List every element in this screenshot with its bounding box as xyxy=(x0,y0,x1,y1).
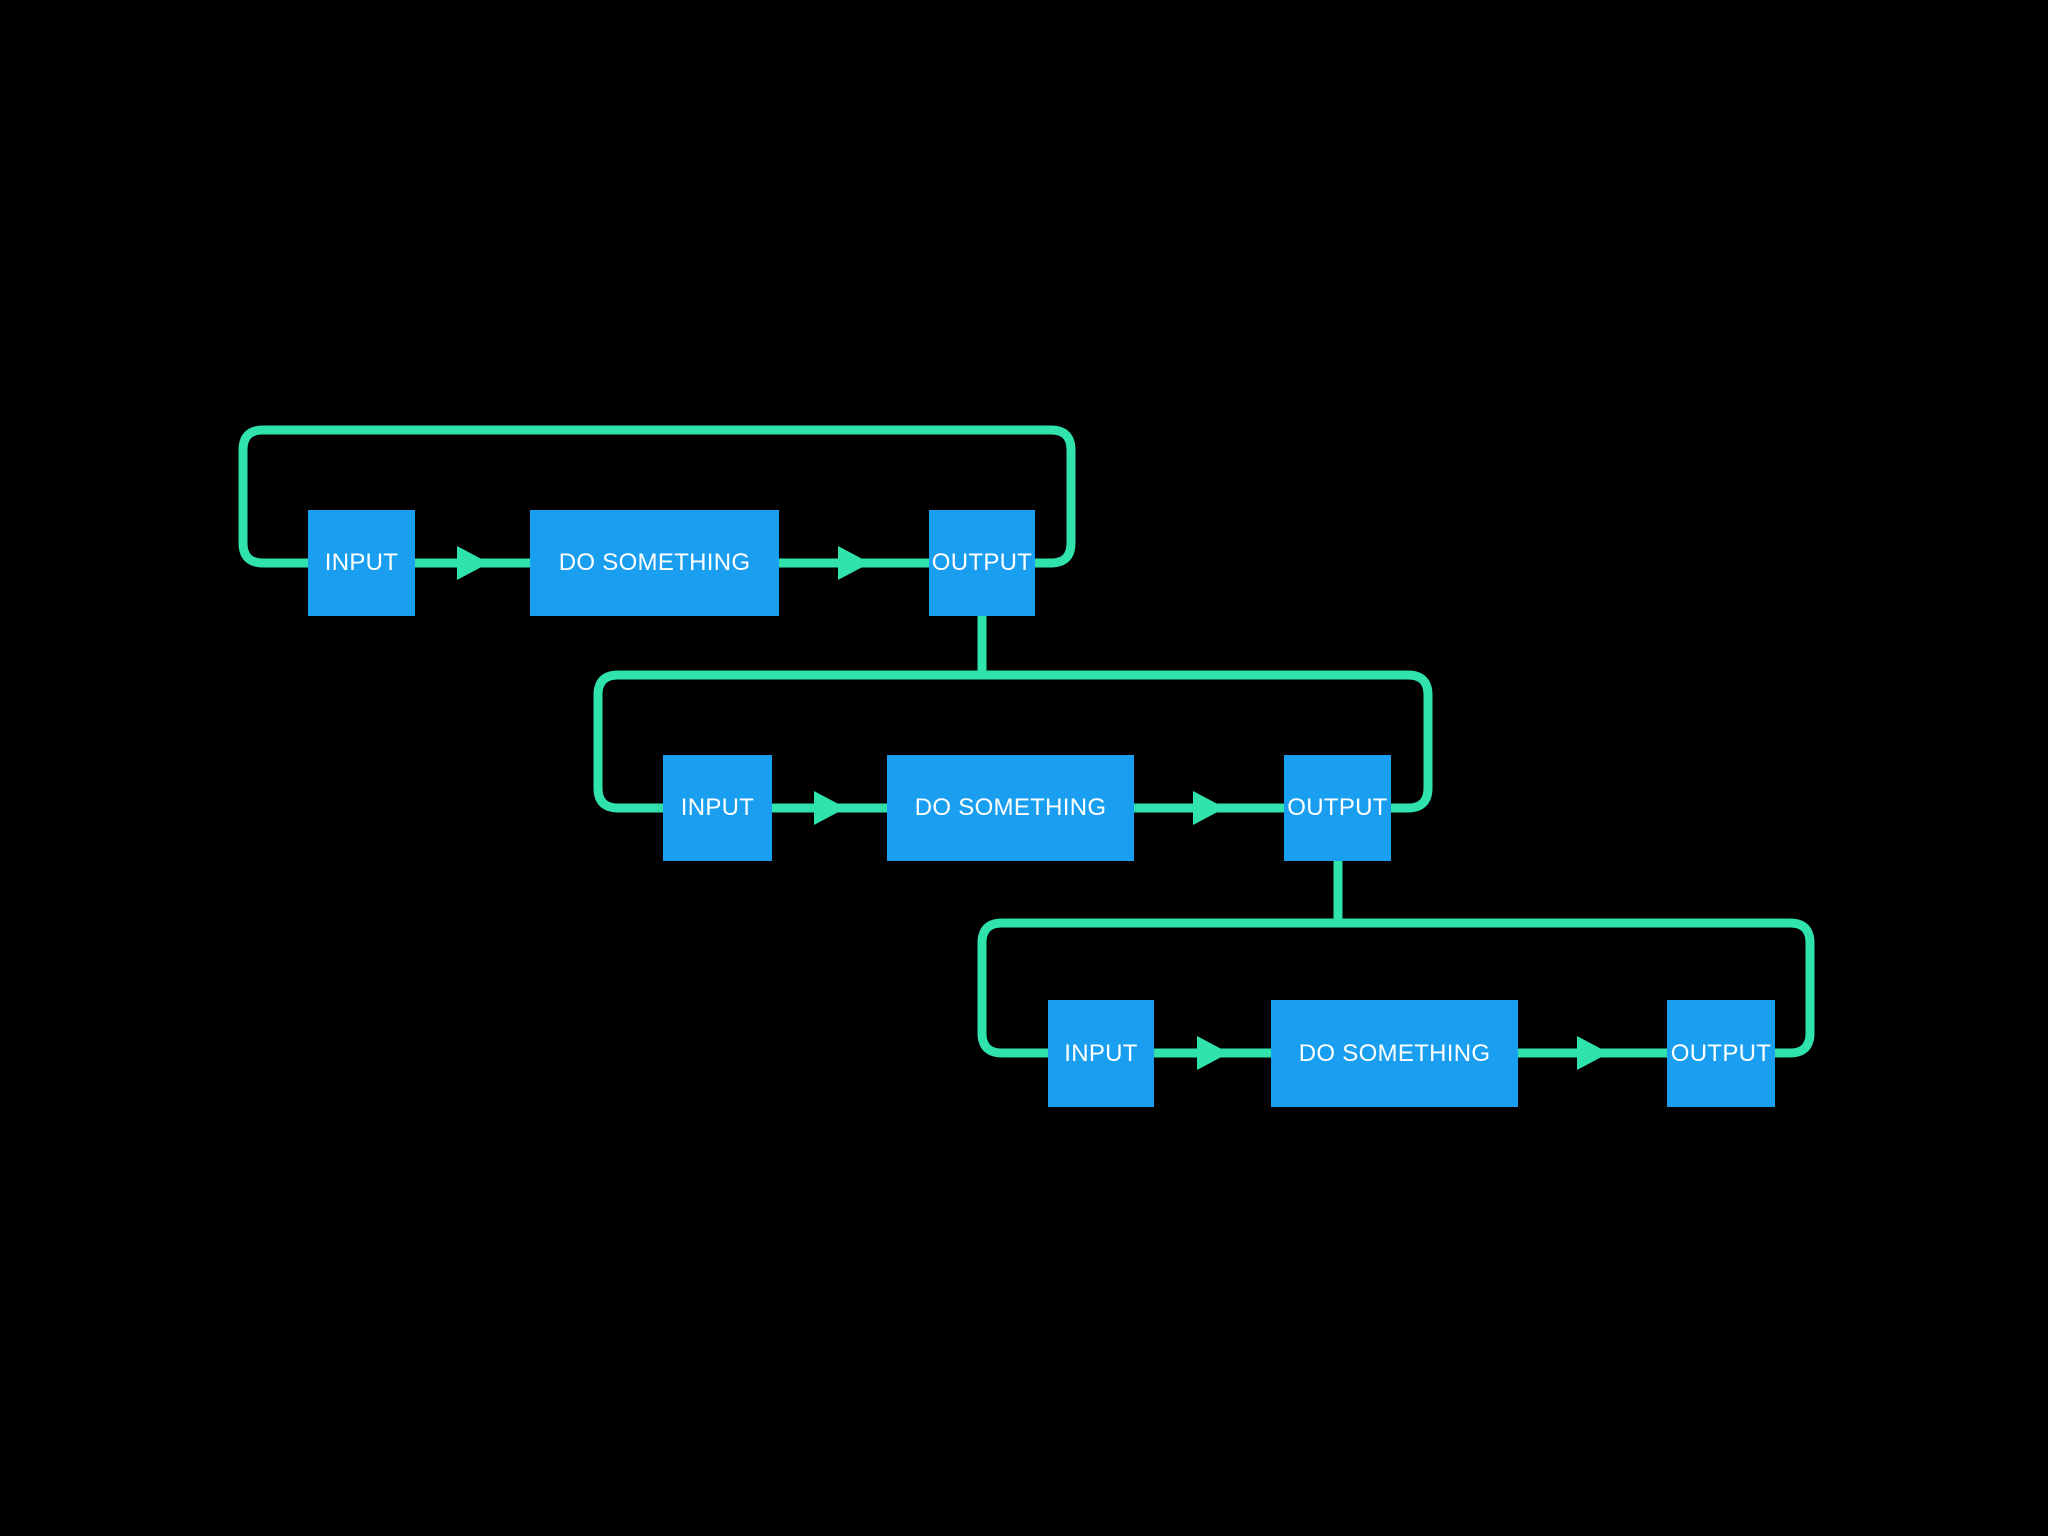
arrowhead-icon xyxy=(457,546,489,580)
node-label: OUTPUT xyxy=(1287,794,1388,821)
node-label: DO SOMETHING xyxy=(558,549,751,576)
node-label: INPUT xyxy=(324,549,399,576)
node-output-stage-1: OUTPUT xyxy=(929,510,1035,616)
node-label: DO SOMETHING xyxy=(914,794,1107,821)
node-label: DO SOMETHING xyxy=(1298,1039,1491,1067)
feedback-loop-stage-2 xyxy=(593,670,1433,813)
node-label: OUTPUT xyxy=(1670,1039,1772,1067)
node-label: INPUT xyxy=(680,794,755,821)
arrowhead-icon xyxy=(838,546,870,580)
arrowhead-icon xyxy=(1577,1036,1609,1070)
node-label: OUTPUT xyxy=(931,549,1033,576)
arrowhead-icon xyxy=(814,791,846,825)
arrowhead-icon xyxy=(1193,791,1225,825)
feedback-loop-stage-1 xyxy=(238,425,1076,568)
node-process-stage-2: DO SOMETHING xyxy=(887,755,1134,861)
feedback-loop-stage-3 xyxy=(977,918,1815,1058)
node-input-stage-3: INPUT xyxy=(1048,1000,1154,1107)
node-label: INPUT xyxy=(1064,1039,1138,1067)
node-output-stage-2: OUTPUT xyxy=(1284,755,1391,861)
node-process-stage-3: DO SOMETHING xyxy=(1271,1000,1518,1107)
node-process-stage-1: DO SOMETHING xyxy=(530,510,779,616)
node-output-stage-3: OUTPUT xyxy=(1667,1000,1775,1107)
node-input-stage-2: INPUT xyxy=(663,755,772,861)
arrowhead-icon xyxy=(1197,1036,1229,1070)
node-input-stage-1: INPUT xyxy=(308,510,415,616)
